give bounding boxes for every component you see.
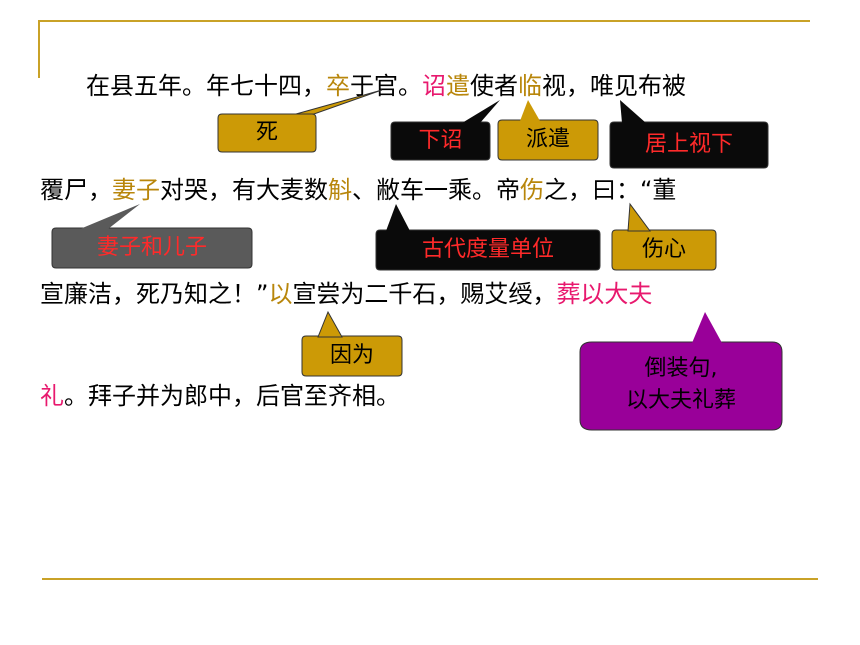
callout-shangxin-pointer <box>627 202 651 232</box>
highlighted-term: 礼 <box>40 382 64 410</box>
callout-qizi-label: 妻子和儿子 <box>96 235 207 260</box>
callout-guduliang-label: 古代度量单位 <box>421 237 554 262</box>
passage-text: 之，曰：“董 <box>544 176 677 204</box>
callout-jushang-pointer <box>620 100 646 123</box>
passage-text: 。拜子并为郎中，后官至齐相。 <box>64 382 400 410</box>
callout-xiazhao-shape <box>390 121 491 161</box>
passage-text: 、敝车一乘。帝 <box>352 176 520 204</box>
highlighted-term: 遣 <box>446 72 470 100</box>
passage-text: 宣廉洁，死乃知之！” <box>40 280 269 308</box>
passage-line-3: 宣廉洁，死乃知之！”以宣尝为二千石，赐艾绶，葬以大夫 <box>40 278 652 310</box>
frame-left-line <box>38 20 40 78</box>
callout-xiazhao-label: 下诏 <box>418 128 463 153</box>
callout-si-label: 死 <box>255 120 278 145</box>
callout-jushang-shape <box>609 121 769 169</box>
highlighted-term: 葬以大夫 <box>556 280 653 308</box>
callout-shangxin-shape <box>611 229 717 271</box>
callout-daozhuang-pointer <box>692 312 722 343</box>
passage-line-4: 礼。拜子并为郎中，后官至齐相。 <box>40 380 400 412</box>
callout-si-shape <box>217 113 317 153</box>
passage-text: 视，唯见布被 <box>542 72 686 100</box>
callout-paiqian-shape <box>497 119 599 161</box>
highlighted-term: 伤 <box>520 176 544 204</box>
callout-guduliang-pointer <box>386 204 410 231</box>
frame-bottom-line <box>42 578 818 580</box>
frame-top-line <box>38 20 810 22</box>
highlighted-term: 临 <box>518 72 542 100</box>
highlighted-term: 诏 <box>422 72 446 100</box>
callout-daozhuang-shape <box>579 341 783 431</box>
callout-paiqian-pointer <box>520 100 540 121</box>
callout-qizi-shape <box>51 227 253 269</box>
passage-line-2: 覆尸，妻子对哭，有大麦数斛、敝车一乘。帝伤之，曰：“董 <box>40 174 676 206</box>
callout-guduliang-shape <box>375 229 601 271</box>
callout-yinwei-pointer <box>317 310 343 338</box>
highlighted-term: 卒 <box>326 72 350 100</box>
passage-text: 宣尝为二千石，赐艾绶， <box>292 280 557 308</box>
highlighted-term: 妻子 <box>112 176 160 204</box>
callout-qizi-pointer <box>80 204 140 229</box>
callout-xiazhao-pointer <box>462 100 500 123</box>
callout-paiqian-label: 派遣 <box>525 127 570 152</box>
callout-daozhuang-label-1: 倒装句, <box>644 356 718 381</box>
callout-daozhuang-label-2: 以大夫礼葬 <box>625 388 736 413</box>
highlighted-term: 斛 <box>328 176 352 204</box>
callout-shangxin-label: 伤心 <box>641 237 686 262</box>
callout-yinwei-label: 因为 <box>329 343 374 368</box>
callout-yinwei-shape <box>301 335 403 377</box>
passage-text: 在县五年。年七十四， <box>86 72 326 100</box>
highlighted-term: 以 <box>268 280 293 308</box>
passage-text: 对哭，有大麦数 <box>160 176 328 204</box>
passage-text: 使者 <box>470 72 518 100</box>
callout-si-pointer <box>295 89 383 115</box>
callout-jushang-label: 居上视下 <box>644 132 733 157</box>
passage-text: 覆尸， <box>40 176 112 204</box>
passage-line-1: 在县五年。年七十四，卒于官。诏遣使者临视，唯见布被 <box>86 70 686 102</box>
